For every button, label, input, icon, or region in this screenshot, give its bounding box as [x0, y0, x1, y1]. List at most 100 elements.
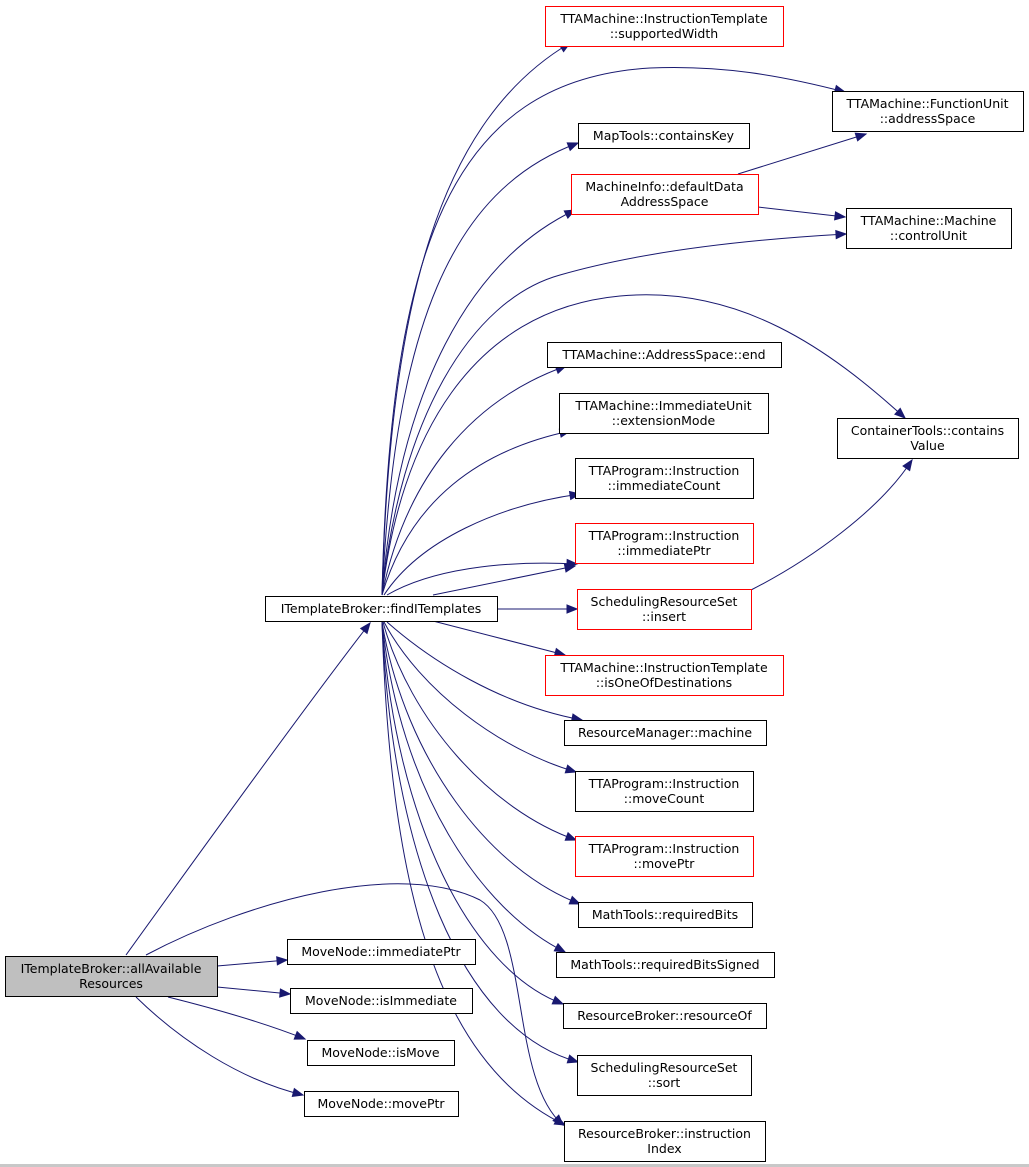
- node-instruction-moveptr[interactable]: TTAProgram::Instruction::movePtr: [575, 836, 754, 877]
- node-resourcebroker-resourceof-box[interactable]: [563, 1003, 767, 1029]
- node-movenode-isimmediate-box[interactable]: [290, 988, 473, 1014]
- edge-root-to-mnMP-arrowhead: [291, 1087, 305, 1097]
- node-addressspace-end[interactable]: TTAMachine::AddressSpace::end: [547, 342, 782, 368]
- node-instruction-immediatecount[interactable]: TTAProgram::Instruction::immediateCount: [575, 458, 754, 499]
- node-machine-controlunit-label-line-2: ::controlUnit: [890, 228, 967, 243]
- node-instructiontemplate-isoneofdestinations[interactable]: TTAMachine::InstructionTemplate::isOneOf…: [545, 655, 784, 696]
- node-itemplatebroker-allavailableresources-label-line-1: ITemplateBroker::allAvailable: [21, 961, 202, 976]
- edge-srsI-to-ctCV-arrowhead: [902, 458, 913, 472]
- edge-find-to-ctCV-arrowhead: [894, 407, 907, 419]
- edge-find-to-asEnd: [381, 365, 568, 596]
- node-movenode-immediateptr[interactable]: MoveNode::immediatePtr: [287, 939, 476, 965]
- edge-find-to-iIC: [383, 490, 582, 596]
- node-instructiontemplate-isoneofdestinations-label-line-2: ::isOneOfDestinations: [596, 675, 732, 690]
- edge-root-to-find: [125, 621, 371, 956]
- edge-find-to-mapCK: [381, 142, 580, 596]
- node-resourcebroker-instructionindex-box[interactable]: [564, 1121, 766, 1162]
- node-movenode-immediateptr-label-line-1: MoveNode::immediatePtr: [301, 944, 461, 959]
- edge-find-to-srsI: [497, 604, 579, 614]
- node-instruction-movecount-label-line-2: ::moveCount: [624, 791, 705, 806]
- edge-find-to-srsI-arrowhead: [566, 604, 579, 614]
- edge-miDD-to-fuAS: [737, 132, 868, 175]
- node-immediateunit-extensionmode-box[interactable]: [559, 393, 769, 434]
- edge-find-to-mCU: [381, 229, 848, 596]
- node-machine-controlunit[interactable]: TTAMachine::Machine::controlUnit: [846, 208, 1012, 249]
- node-schedulingresourceset-sort-box[interactable]: [577, 1055, 752, 1096]
- node-machineinfo-defaultdataaddressspace-box[interactable]: [571, 174, 759, 215]
- node-mathtools-requiredbits-box[interactable]: [578, 902, 753, 928]
- node-instruction-movecount-label-line-1: TTAProgram::Instruction: [588, 776, 740, 791]
- node-resourcemanager-machine[interactable]: ResourceManager::machine: [564, 720, 767, 746]
- node-mathtools-requiredbitssigned-box[interactable]: [556, 952, 775, 978]
- node-schedulingresourceset-insert-box[interactable]: [577, 589, 752, 630]
- node-instruction-immediateptr-label-line-1: TTAProgram::Instruction: [588, 528, 740, 543]
- edge-find-to-mapCK-arrowhead: [566, 142, 580, 152]
- edge-root-to-find-arrowhead: [359, 621, 371, 635]
- node-movenode-ismove[interactable]: MoveNode::isMove: [307, 1040, 455, 1066]
- node-addressspace-end-box[interactable]: [547, 342, 782, 368]
- node-movenode-isimmediate[interactable]: MoveNode::isImmediate: [290, 988, 473, 1014]
- node-instruction-movecount-box[interactable]: [575, 771, 754, 812]
- node-containertools-containsvalue-box[interactable]: [837, 418, 1019, 459]
- node-itemplatebroker-finditemplates[interactable]: ITemplateBroker::findITemplates: [265, 596, 498, 622]
- edge-root-to-mnMP: [135, 996, 305, 1097]
- graph-edges: [125, 42, 913, 1126]
- edge-root-to-mnIM: [167, 996, 307, 1040]
- edge-root-to-mnII: [216, 986, 292, 998]
- node-maptools-containskey-label-line-1: MapTools::containsKey: [593, 128, 735, 143]
- node-resourcebroker-instructionindex-label-line-1: ResourceBroker::instruction: [578, 1126, 751, 1141]
- node-resourcebroker-instructionindex-label-line-2: Index: [647, 1141, 681, 1156]
- node-itemplatebroker-allavailableresources-box[interactable]: [5, 956, 218, 997]
- node-resourcebroker-resourceof[interactable]: ResourceBroker::resourceOf: [563, 1003, 767, 1029]
- node-maptools-containskey[interactable]: MapTools::containsKey: [578, 123, 750, 149]
- edge-find-to-iMC-arrowhead: [564, 764, 578, 774]
- node-instruction-movecount[interactable]: TTAProgram::Instruction::moveCount: [575, 771, 754, 812]
- edge-find-to-mCU-arrowhead: [835, 229, 848, 240]
- node-instructiontemplate-supportedwidth-label-line-2: ::supportedWidth: [610, 26, 718, 41]
- node-maptools-containskey-box[interactable]: [578, 123, 750, 149]
- edge-find-to-srsS-arrowhead: [566, 1054, 580, 1064]
- node-instruction-moveptr-box[interactable]: [575, 836, 754, 877]
- edge-root-to-mnII-arrowhead: [279, 988, 292, 998]
- node-mathtools-requiredbits[interactable]: MathTools::requiredBits: [578, 902, 753, 928]
- node-schedulingresourceset-insert[interactable]: SchedulingResourceSet::insert: [577, 589, 752, 630]
- edge-find-to-rbII-arrowhead: [553, 1116, 567, 1126]
- edge-find-to-itOD: [432, 620, 567, 657]
- node-resourcemanager-machine-box[interactable]: [564, 720, 767, 746]
- node-immediateunit-extensionmode[interactable]: TTAMachine::ImmediateUnit::extensionMode: [559, 393, 769, 434]
- node-addressspace-end-label-line-1: TTAMachine::AddressSpace::end: [561, 347, 765, 362]
- edge-find-to-mtRB: [381, 621, 582, 905]
- edge-find-to-miDD: [381, 209, 577, 596]
- edge-find-to-srsI-arrowhead: [563, 563, 577, 573]
- node-movenode-moveptr-box[interactable]: [304, 1091, 459, 1117]
- edge-find-to-rbRO: [381, 621, 565, 1005]
- node-schedulingresourceset-sort-label-line-2: ::sort: [648, 1075, 681, 1090]
- node-instructiontemplate-supportedwidth[interactable]: TTAMachine::InstructionTemplate::support…: [545, 6, 784, 47]
- node-mathtools-requiredbitssigned[interactable]: MathTools::requiredBitsSigned: [556, 952, 775, 978]
- node-movenode-immediateptr-box[interactable]: [287, 939, 476, 965]
- node-itemplatebroker-finditemplates-box[interactable]: [265, 596, 498, 622]
- node-movenode-moveptr[interactable]: MoveNode::movePtr: [304, 1091, 459, 1117]
- node-movenode-ismove-box[interactable]: [307, 1040, 455, 1066]
- node-resourcemanager-machine-label-line-1: ResourceManager::machine: [578, 725, 752, 740]
- node-instruction-moveptr-label-line-1: TTAProgram::Instruction: [588, 841, 740, 856]
- edge-find-to-iMP-arrowhead: [564, 831, 578, 841]
- edge-miDD-to-mCU-arrowhead: [834, 211, 847, 221]
- node-functionunit-addressspace-box[interactable]: [832, 91, 1024, 132]
- node-instruction-immediateptr-box[interactable]: [575, 523, 754, 564]
- node-machine-controlunit-box[interactable]: [846, 208, 1012, 249]
- node-schedulingresourceset-sort[interactable]: SchedulingResourceSet::sort: [577, 1055, 752, 1096]
- node-instructiontemplate-isoneofdestinations-box[interactable]: [545, 655, 784, 696]
- node-instruction-immediatecount-box[interactable]: [575, 458, 754, 499]
- node-resourcebroker-resourceof-label-line-1: ResourceBroker::resourceOf: [577, 1008, 752, 1023]
- edge-find-to-iuEM: [381, 428, 572, 596]
- horizontal-scrollbar[interactable]: [0, 1164, 1029, 1167]
- node-functionunit-addressspace[interactable]: TTAMachine::FunctionUnit::addressSpace: [832, 91, 1024, 132]
- edge-find-to-iIP: [386, 558, 579, 596]
- node-instruction-immediateptr[interactable]: TTAProgram::Instruction::immediatePtr: [575, 523, 754, 564]
- node-instructiontemplate-supportedwidth-box[interactable]: [545, 6, 784, 47]
